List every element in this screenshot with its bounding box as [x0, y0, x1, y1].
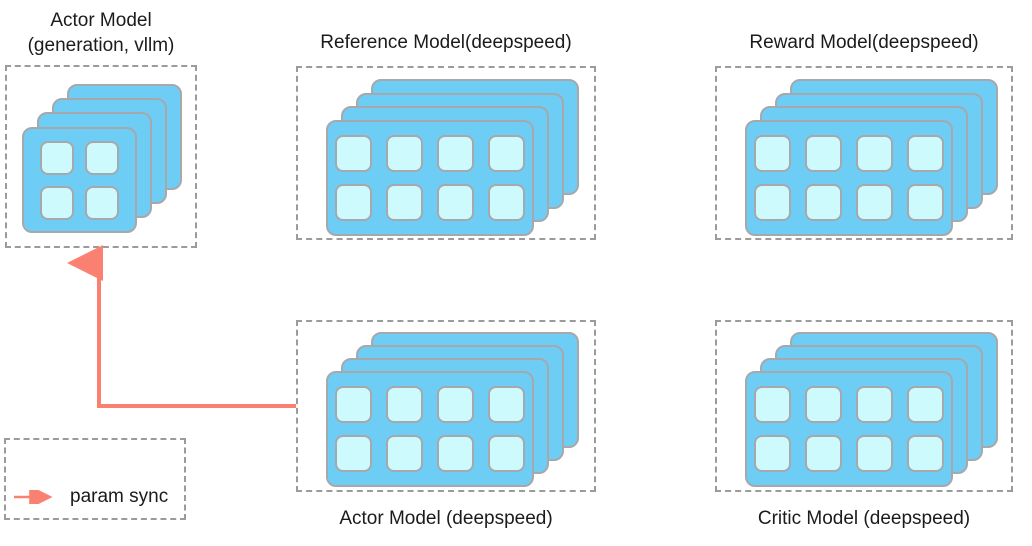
chip	[335, 135, 372, 172]
chip	[856, 135, 893, 172]
chip	[856, 184, 893, 221]
card-layer-front	[326, 371, 534, 487]
group-caption-reward-model: Reward Model(deepspeed)	[749, 32, 979, 53]
card-layer-front	[745, 371, 953, 487]
chip	[907, 386, 944, 423]
group-caption-actor-model-deepspeed: Actor Model (deepspeed)	[339, 508, 553, 529]
chip	[85, 140, 119, 175]
legend-box[interactable]	[4, 438, 186, 520]
chip	[805, 435, 842, 472]
card-stack-reward-model	[717, 68, 1015, 242]
chip	[85, 185, 119, 220]
chip	[805, 386, 842, 423]
param-sync-legend-arrow-icon	[14, 490, 53, 504]
legend-label: param sync	[70, 486, 169, 507]
chip	[754, 386, 791, 423]
group-box-actor-model-vllm[interactable]	[5, 65, 197, 248]
chip	[754, 184, 791, 221]
card-stack-actor-model-vllm	[7, 67, 199, 250]
chip	[907, 184, 944, 221]
chip	[488, 386, 525, 423]
chip	[805, 184, 842, 221]
param-sync-arrow-path	[67, 245, 296, 408]
chip	[335, 435, 372, 472]
group-caption-actor-model-vllm: Actor Model (generation, vllm)	[27, 10, 175, 56]
chip	[805, 135, 842, 172]
group-box-actor-model-deepspeed[interactable]	[296, 320, 596, 492]
chip	[754, 135, 791, 172]
chip	[335, 184, 372, 221]
group-box-reference-model[interactable]	[296, 66, 596, 240]
chip	[386, 184, 423, 221]
card-stack-critic-model-deepspeed	[717, 322, 1015, 494]
legend-row: param sync	[14, 486, 168, 508]
chip	[856, 435, 893, 472]
chip	[386, 435, 423, 472]
group-caption-critic-model-deepspeed: Critic Model (deepspeed)	[757, 508, 971, 529]
card-layer-front	[745, 120, 953, 236]
chip	[907, 435, 944, 472]
group-box-critic-model-deepspeed[interactable]	[715, 320, 1013, 492]
chip	[40, 185, 74, 220]
chip	[40, 140, 74, 175]
chip	[754, 435, 791, 472]
group-caption-reference-model: Reference Model(deepspeed)	[320, 32, 572, 53]
chip	[437, 184, 474, 221]
chip	[437, 435, 474, 472]
card-layer-front	[326, 120, 534, 236]
group-box-reward-model[interactable]	[715, 66, 1013, 240]
chip	[386, 135, 423, 172]
chip	[488, 135, 525, 172]
chip	[488, 435, 525, 472]
chip	[386, 386, 423, 423]
chip	[907, 135, 944, 172]
card-stack-actor-model-deepspeed	[298, 322, 598, 494]
card-stack-reference-model	[298, 68, 598, 242]
chip	[488, 184, 525, 221]
chip	[437, 135, 474, 172]
chip	[437, 386, 474, 423]
card-layer-front	[22, 127, 137, 233]
chip	[335, 386, 372, 423]
chip	[856, 386, 893, 423]
